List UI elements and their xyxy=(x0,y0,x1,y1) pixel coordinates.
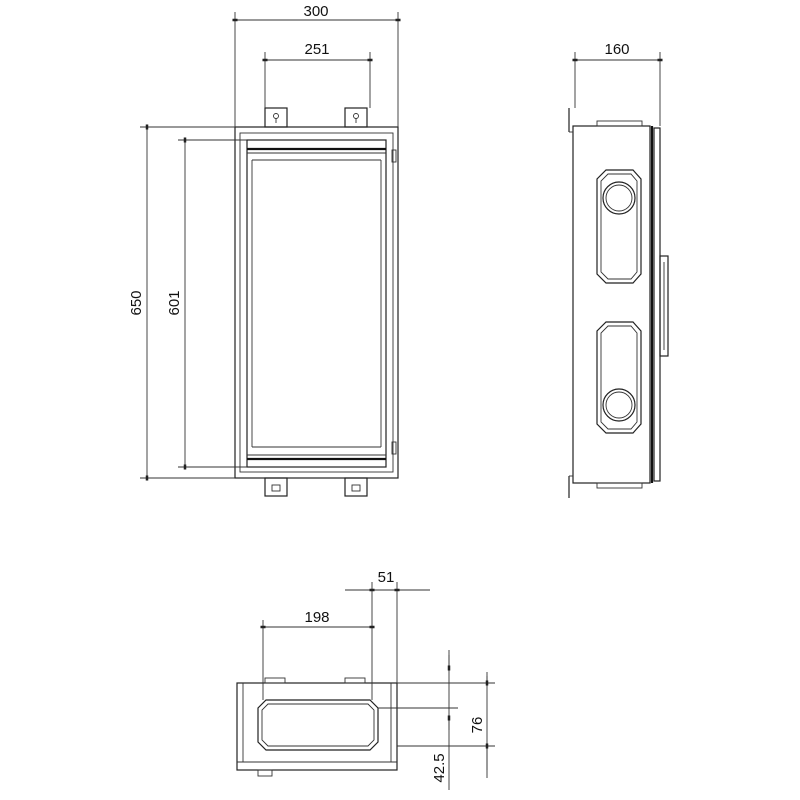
side-knockout-slot-upper xyxy=(596,169,642,284)
dim-label-offset-vertical: 42.5 xyxy=(431,753,448,782)
front-bottom-bracket-right xyxy=(344,477,368,497)
dim-label-span: 198 xyxy=(304,609,329,626)
dim-label-offset: 51 xyxy=(378,569,395,586)
side-door-panel xyxy=(653,127,661,482)
dim-label-height-outer: 650 xyxy=(128,290,145,315)
dim-label-height-inner: 601 xyxy=(166,290,183,315)
front-top-bracket-right xyxy=(344,107,368,128)
front-hinge-top xyxy=(391,149,397,163)
bottom-body xyxy=(236,682,398,771)
bottom-tab-left xyxy=(264,677,286,684)
front-inner-frame xyxy=(239,132,394,473)
side-view: 160 xyxy=(568,41,669,498)
bottom-cable-slot xyxy=(257,699,379,751)
dim-label-height: 76 xyxy=(469,717,486,734)
bottom-tab-right xyxy=(344,677,366,684)
side-handle xyxy=(659,255,669,357)
front-hinge-bottom xyxy=(391,441,397,455)
side-knockout-slot-lower xyxy=(596,321,642,434)
bottom-view: 198 51 76 42.5 xyxy=(236,569,495,790)
front-view: 300 251 650 601 xyxy=(128,3,401,497)
dim-label-depth: 160 xyxy=(604,41,629,58)
side-bottom-lip xyxy=(596,482,643,489)
front-top-bracket-left xyxy=(264,107,288,128)
front-outer-frame xyxy=(234,126,399,479)
side-top-lip xyxy=(596,120,643,127)
front-door-panel xyxy=(246,139,387,468)
dim-label-width-outer: 300 xyxy=(303,3,328,20)
bottom-foot xyxy=(257,769,273,777)
dim-label-width-mount: 251 xyxy=(304,41,329,58)
front-bottom-bracket-left xyxy=(264,477,288,497)
